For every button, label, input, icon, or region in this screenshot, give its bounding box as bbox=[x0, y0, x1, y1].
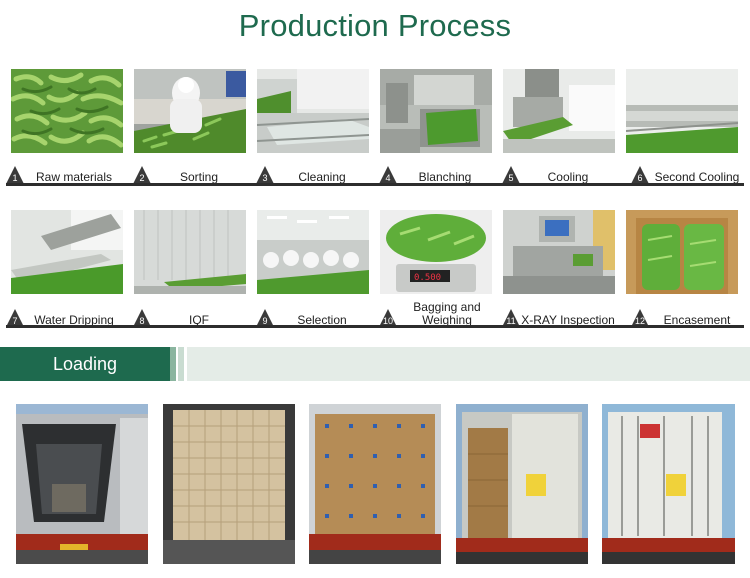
step-label: 1 Raw materials bbox=[6, 166, 124, 184]
step-label: 8 IQF bbox=[133, 309, 247, 327]
encasement-photo bbox=[626, 210, 738, 294]
step-label: 12 Encasement bbox=[631, 309, 745, 327]
step-label: 9 Selection bbox=[256, 309, 370, 327]
step-number-badge: 5 bbox=[502, 166, 520, 184]
container-photo-boxes bbox=[163, 404, 295, 564]
iqf-photo bbox=[134, 210, 246, 294]
banner-stripe bbox=[170, 347, 176, 381]
step-label: 7 Water Dripping bbox=[6, 309, 124, 327]
banner-stripe bbox=[178, 347, 184, 381]
step-number-badge: 2 bbox=[133, 166, 151, 184]
step-label: 10 Bagging and Weighing bbox=[379, 296, 497, 327]
xray-photo bbox=[503, 210, 615, 294]
raw-materials-photo bbox=[11, 69, 123, 153]
svg-text:0.500: 0.500 bbox=[414, 273, 441, 283]
step-number-badge: 8 bbox=[133, 309, 151, 327]
divider bbox=[6, 183, 744, 186]
water-dripping-photo bbox=[11, 210, 123, 294]
container-photo-door-open bbox=[456, 404, 588, 564]
step-number-badge: 6 bbox=[631, 166, 649, 184]
blanching-photo bbox=[380, 69, 492, 153]
step-number-badge: 4 bbox=[379, 166, 397, 184]
step-label: 6 Second Cooling bbox=[631, 166, 745, 184]
cooling-photo bbox=[503, 69, 615, 153]
loading-banner: Loading bbox=[0, 347, 170, 381]
step-number-badge: 9 bbox=[256, 309, 274, 327]
step-number-badge: 12 bbox=[631, 309, 649, 327]
step-label: 11 X-RAY Inspection bbox=[502, 296, 616, 327]
selection-photo bbox=[257, 210, 369, 294]
step-number-badge: 1 bbox=[6, 166, 24, 184]
step-number-badge: 3 bbox=[256, 166, 274, 184]
banner-track bbox=[187, 347, 750, 381]
step-label: 4 Blanching bbox=[379, 166, 493, 184]
second-cooling-photo bbox=[626, 69, 738, 153]
cleaning-photo bbox=[257, 69, 369, 153]
container-photo-empty bbox=[16, 404, 148, 564]
container-photo-sealed bbox=[602, 404, 735, 564]
step-label: 5 Cooling bbox=[502, 166, 616, 184]
divider bbox=[6, 325, 744, 328]
bagging-photo: 0.500 bbox=[380, 210, 492, 294]
step-number-badge: 10 bbox=[379, 309, 397, 327]
step-number-badge: 11 bbox=[502, 309, 520, 327]
step-number-badge: 7 bbox=[6, 309, 24, 327]
step-label: 2 Sorting bbox=[133, 166, 247, 184]
step-label: 3 Cleaning bbox=[256, 166, 370, 184]
sorting-photo bbox=[134, 69, 246, 153]
page-title: Production Process bbox=[238, 8, 512, 43]
container-photo-full bbox=[309, 404, 441, 564]
